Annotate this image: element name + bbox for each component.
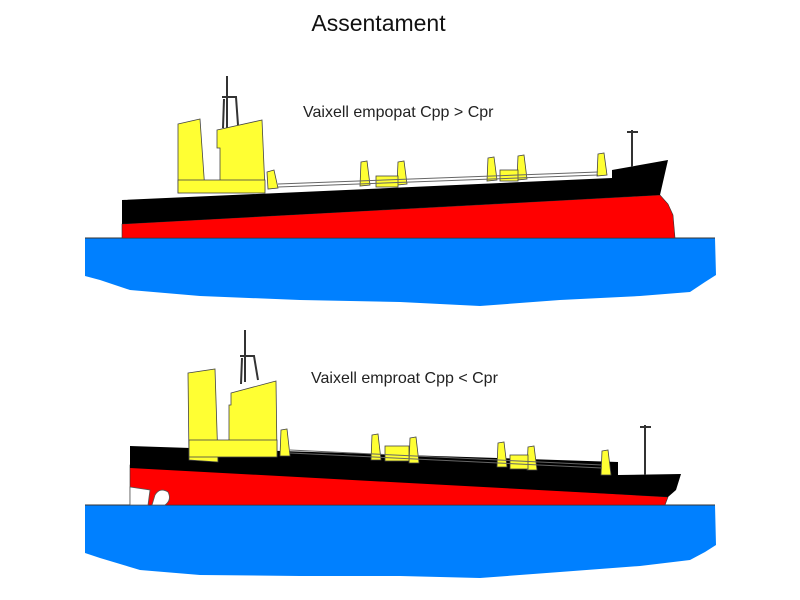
deck-rails (289, 449, 603, 469)
diagram-label: Vaixell emproat Cpp < Cpr (311, 370, 499, 387)
hull-black (122, 160, 668, 224)
water (85, 505, 716, 578)
diagram-label: Vaixell empopat Cpp > Cpr (303, 104, 494, 121)
foremast (627, 130, 638, 167)
ship-bow-trim: Vaixell emproat Cpp < Cpr (85, 330, 716, 578)
hull-black (130, 446, 681, 497)
deck-rails (277, 171, 599, 188)
ship-stern-trim: Vaixell empopat Cpp > Cpr (85, 76, 716, 306)
slide-title: Assentament (311, 10, 446, 36)
mast (222, 76, 239, 129)
superstructure (187, 368, 612, 476)
water (85, 238, 716, 306)
foremast (640, 425, 651, 475)
mast (240, 330, 259, 385)
rudder-gap (129, 486, 170, 506)
